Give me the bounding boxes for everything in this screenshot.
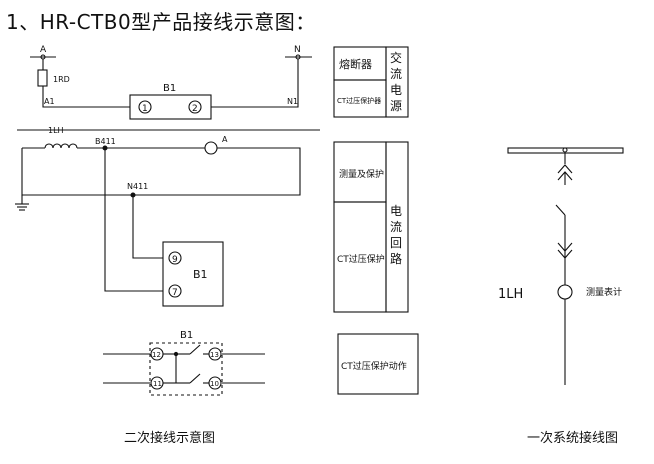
primary-ct-label: 1LH: [498, 287, 523, 302]
terminal-2: [188, 100, 202, 114]
wire-to-7: [104, 148, 169, 292]
wire-n1: [211, 59, 299, 108]
n411-label: N411: [127, 182, 148, 191]
legend-action-box: [337, 333, 419, 395]
fuse-label: 1RD: [53, 75, 70, 84]
ammeter: [204, 141, 218, 155]
b411-label: B411: [95, 137, 116, 146]
legend-loop-3: 回: [390, 236, 402, 250]
switch-top-blade: [189, 344, 201, 355]
ammeter-label: A: [222, 135, 228, 144]
terminal-9-label: 9: [172, 255, 178, 265]
b1-power-label: B1: [163, 83, 176, 94]
terminal-7-label: 7: [172, 288, 178, 298]
busbar-node: [562, 147, 568, 153]
ct-label: 1LH: [48, 126, 64, 135]
switch-bottom-blade: [189, 373, 201, 384]
caption-secondary: 二次接线示意图: [124, 431, 216, 446]
relay-dashed-box: [149, 342, 223, 396]
legend-loop-1: 电: [390, 204, 402, 218]
legend-ct-overvoltage: CT过压保护器: [337, 96, 381, 105]
b1-power-box: [129, 94, 212, 120]
b1-terminal-box-label: B1: [193, 268, 208, 281]
label-n1: N1: [287, 97, 298, 106]
legend-fuse: 熔断器: [339, 57, 372, 71]
legend-ac-3: 电: [390, 83, 402, 97]
bus-a-label: A: [40, 45, 47, 55]
relay-title: B1: [180, 330, 193, 341]
legend-ct-action: CT过压保护动作: [341, 360, 407, 372]
primary-meter-label: 测量表计: [586, 286, 622, 298]
legend-loop-4: 路: [390, 251, 402, 266]
caption-primary: 一次系统接线图: [527, 431, 619, 446]
fuse-1rd: [37, 69, 48, 87]
terminal-2-label: 2: [192, 104, 198, 114]
terminal-1-label: 1: [142, 104, 148, 114]
terminal-10-label: 10: [210, 380, 219, 388]
terminal-1: [138, 100, 152, 114]
legend-ac-box: [385, 46, 409, 118]
disconnect-chevron-1: [557, 164, 573, 174]
breaker-blade: [555, 204, 566, 216]
legend-ac-1: 交: [390, 50, 402, 65]
label-a1: A1: [44, 97, 55, 106]
terminal-7: [168, 284, 182, 298]
ct-coil: [44, 143, 78, 149]
legend-ac-2: 流: [390, 67, 402, 81]
legend-loop-2: 流: [390, 220, 402, 234]
legend-current-loop-box: [385, 141, 409, 313]
page-title: 1、HR-CTB0型产品接线示意图：: [6, 10, 316, 34]
wire-a1: [42, 86, 130, 108]
primary-ct: [557, 284, 573, 300]
legend-ac-4: 源: [390, 99, 402, 113]
terminal-12-label: 12: [152, 351, 161, 359]
wire-to-9: [132, 195, 169, 259]
bus-n-label: N: [294, 45, 301, 55]
terminal-13-label: 13: [210, 351, 219, 359]
wire-loop: [21, 147, 301, 196]
legend-measure-protect: 测量及保护: [339, 168, 384, 180]
terminal-9: [168, 251, 182, 265]
terminal-11-label: 11: [153, 380, 162, 388]
legend-ct-protect: CT过压保护: [337, 253, 385, 265]
